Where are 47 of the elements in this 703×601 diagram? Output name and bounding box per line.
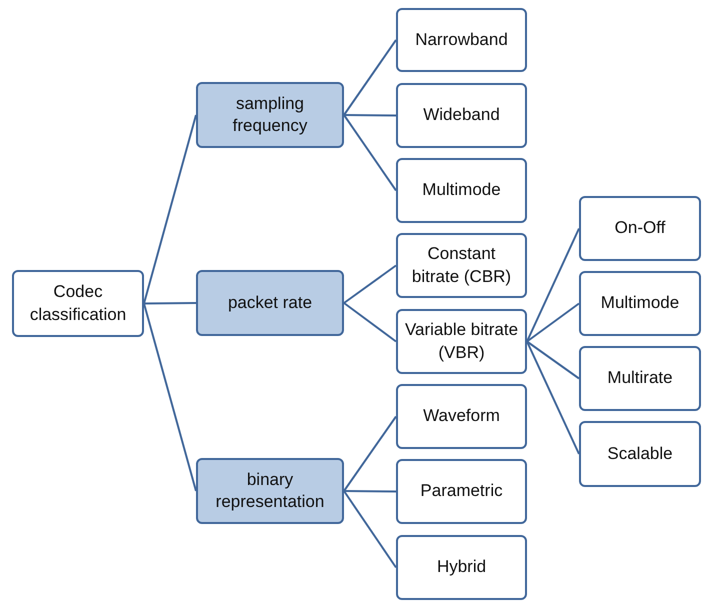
leaf-box xyxy=(579,421,701,487)
category-box xyxy=(196,82,344,148)
leaf-box xyxy=(396,309,527,374)
connector-line xyxy=(526,340,580,380)
leaf-box xyxy=(396,535,527,600)
node-label: Waveform xyxy=(423,405,500,428)
leaf-box xyxy=(396,233,527,298)
node-label: On-Off xyxy=(614,217,666,240)
connector-line xyxy=(343,264,397,304)
connector-line xyxy=(344,490,396,492)
connector-line xyxy=(344,114,396,116)
category-box xyxy=(196,458,344,524)
node-label: Scalable xyxy=(607,442,673,465)
node-label: Variable bitrate (VBR) xyxy=(404,319,519,364)
leaf-box xyxy=(579,346,701,411)
leaf-box xyxy=(579,196,701,261)
leaf-box xyxy=(12,270,144,337)
node-label: binary representation xyxy=(214,468,326,513)
leaf-box xyxy=(396,459,527,524)
leaf-box xyxy=(396,8,527,72)
node-label: Multimode xyxy=(600,292,680,314)
node-label: Constant bitrate (CBR) xyxy=(410,243,512,288)
connector-line xyxy=(144,302,196,304)
connector-line xyxy=(343,416,397,492)
category-box xyxy=(196,270,344,336)
leaf-box xyxy=(396,158,527,223)
connector-line xyxy=(343,490,397,568)
connector-line xyxy=(143,303,197,492)
connector-line xyxy=(343,114,397,192)
connector-line xyxy=(143,114,197,304)
node-label: packet rate xyxy=(228,292,312,314)
connector-line xyxy=(526,228,580,342)
node-label: Parametric xyxy=(420,480,503,502)
node-label: sampling frequency xyxy=(232,92,308,137)
node-label: Codec classification xyxy=(28,281,128,326)
connector-line xyxy=(343,39,397,116)
leaf-box xyxy=(396,384,527,449)
node-label: Multirate xyxy=(607,367,673,390)
connector-line xyxy=(526,341,580,454)
leaf-box xyxy=(579,271,701,336)
node-label: Multimode xyxy=(422,179,501,202)
node-label: Hybrid xyxy=(436,556,486,578)
leaf-box xyxy=(396,83,527,148)
connector-line xyxy=(343,302,397,342)
connector-line xyxy=(526,302,580,342)
node-label: Narrowband xyxy=(415,28,508,51)
node-label: Wideband xyxy=(423,104,500,126)
